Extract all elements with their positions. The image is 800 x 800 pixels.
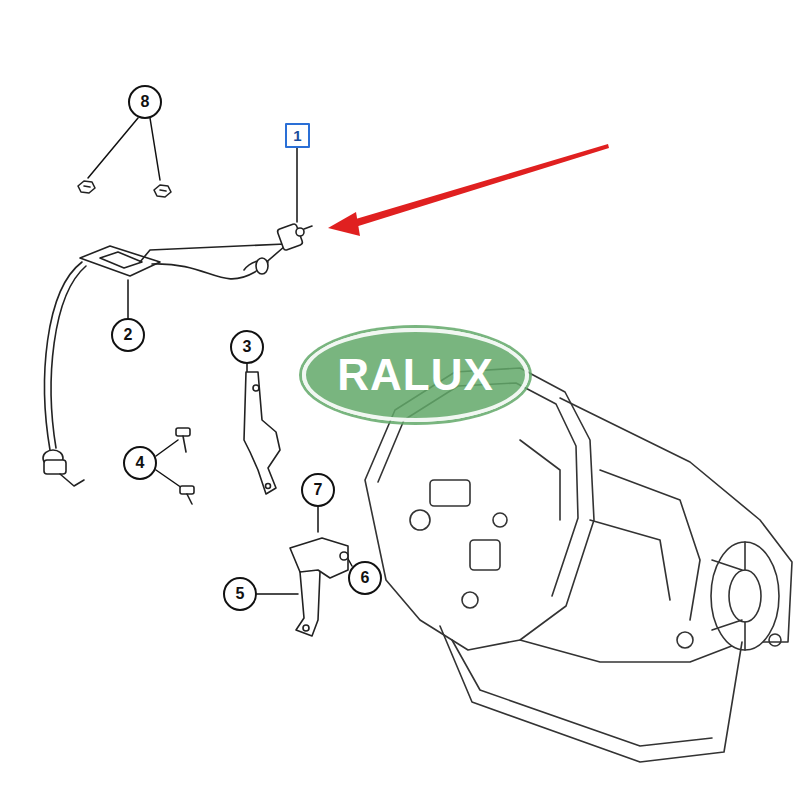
callout-number: 8 — [141, 94, 150, 110]
callout-number: 4 — [136, 455, 145, 471]
callout-circle: 2 — [111, 318, 145, 352]
callout-circle: 8 — [128, 85, 162, 119]
callout-number: 6 — [361, 570, 370, 586]
watermark: RALUX — [302, 328, 529, 422]
switch-1 — [277, 223, 312, 251]
callout-circle: 4 — [123, 446, 157, 480]
bracket-3 — [244, 372, 280, 494]
watermark-text: RALUX — [337, 353, 494, 397]
mount-bracket-5 — [290, 538, 348, 636]
transmission — [365, 368, 792, 762]
bolt-4 — [176, 428, 194, 504]
pointer-arrow — [328, 144, 609, 236]
callout-number-box: 1 — [285, 123, 310, 148]
callout-number: 7 — [314, 482, 323, 498]
nut-8 — [78, 181, 171, 197]
callout-circle: 6 — [348, 561, 382, 595]
callout-circle: 7 — [301, 473, 335, 507]
callout-number: 3 — [243, 339, 252, 355]
callout-circle: 3 — [230, 330, 264, 364]
callout-circle: 5 — [223, 577, 257, 611]
callout-number: 1 — [293, 128, 301, 143]
callout-number: 2 — [124, 327, 133, 343]
callout-number: 5 — [236, 586, 245, 602]
